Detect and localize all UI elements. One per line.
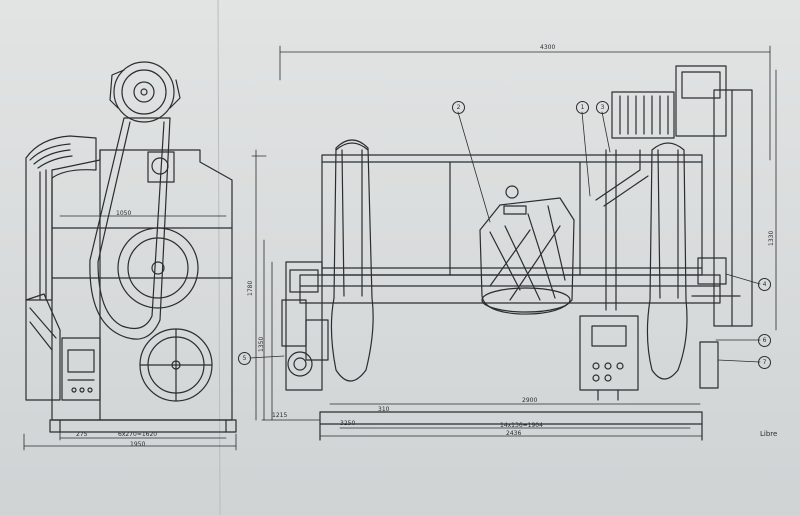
dim-side-bottom-b: 6x270=1620 xyxy=(118,431,158,438)
callout-5: 5 xyxy=(238,352,251,365)
dim-front-height-2: 1350 xyxy=(258,336,265,352)
fold-line xyxy=(217,0,221,515)
dim-front-left-b: 3250 xyxy=(340,420,356,427)
callout-3: 3 xyxy=(596,101,609,114)
dim-front-bottom-mid: 2900 xyxy=(522,397,538,404)
dim-front-total-width: 4300 xyxy=(540,44,556,51)
callout-1: 1 xyxy=(576,101,589,114)
caption-text: Libre xyxy=(760,430,778,438)
dim-front-left-small: 310 xyxy=(378,406,390,413)
callout-4: 4 xyxy=(758,278,771,291)
callout-6: 6 xyxy=(758,334,771,347)
dim-front-bottom-c: 14x136=1904 xyxy=(500,422,543,429)
dim-front-left-a: 1215 xyxy=(272,412,288,419)
dim-side-bottom-a: 275 xyxy=(76,431,88,438)
callout-7: 7 xyxy=(758,356,771,369)
dim-front-height: 1780 xyxy=(247,280,254,296)
dim-side-bottom-c: 1950 xyxy=(130,441,146,448)
dim-front-bottom-d: 2436 xyxy=(506,430,522,437)
front-view xyxy=(249,45,777,441)
dim-front-right-height: 1330 xyxy=(768,230,775,246)
side-view xyxy=(23,61,237,451)
callout-2: 2 xyxy=(452,101,465,114)
dim-side-height: 1050 xyxy=(116,210,132,217)
